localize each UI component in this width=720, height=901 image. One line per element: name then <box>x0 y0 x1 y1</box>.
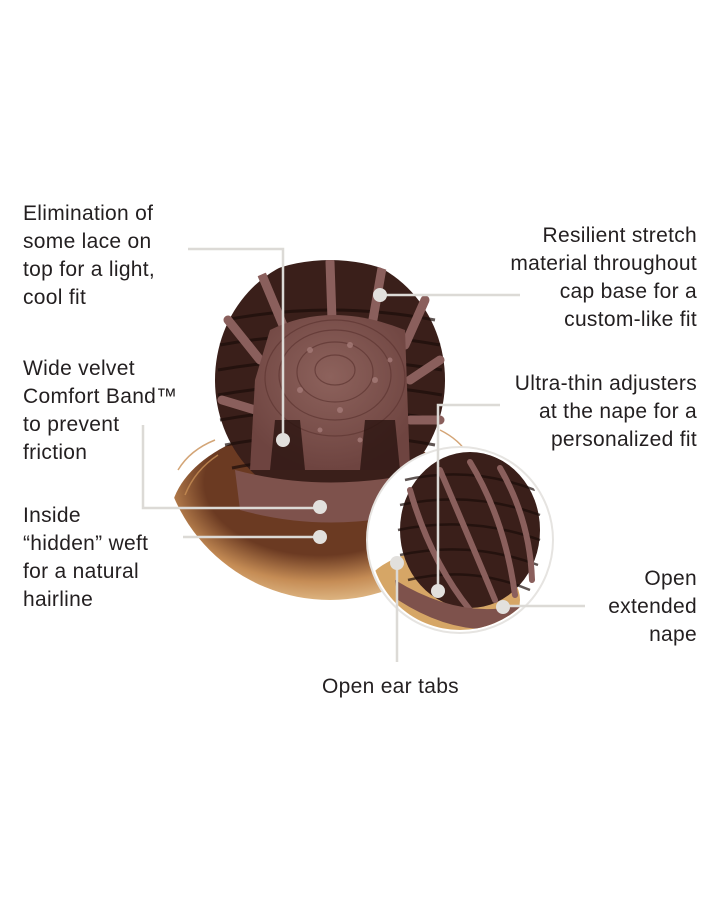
lace-dot <box>276 433 290 447</box>
weft-dot <box>313 530 327 544</box>
callout-lines <box>141 247 585 662</box>
ear-tabs-dot <box>390 556 404 570</box>
label-comfort-band: Wide velvet Comfort Band™ to prevent fri… <box>23 357 178 464</box>
adjusters-dot <box>431 584 445 598</box>
label-lace: Elimination of some lace on top for a li… <box>23 202 156 309</box>
label-ear-tabs: Open ear tabs <box>322 675 459 698</box>
band-dot <box>313 500 327 514</box>
stretch-dot <box>373 288 387 302</box>
label-adjusters: Ultra-thin adjusters at the nape for a p… <box>514 372 697 451</box>
label-stretch: Resilient stretch material throughout ca… <box>510 224 697 331</box>
callout-dots <box>276 288 510 614</box>
label-hidden-weft: Inside “hidden” weft for a natural hairl… <box>23 504 149 611</box>
label-extended-nape: Open extended nape <box>608 567 697 646</box>
nape-dot <box>496 600 510 614</box>
